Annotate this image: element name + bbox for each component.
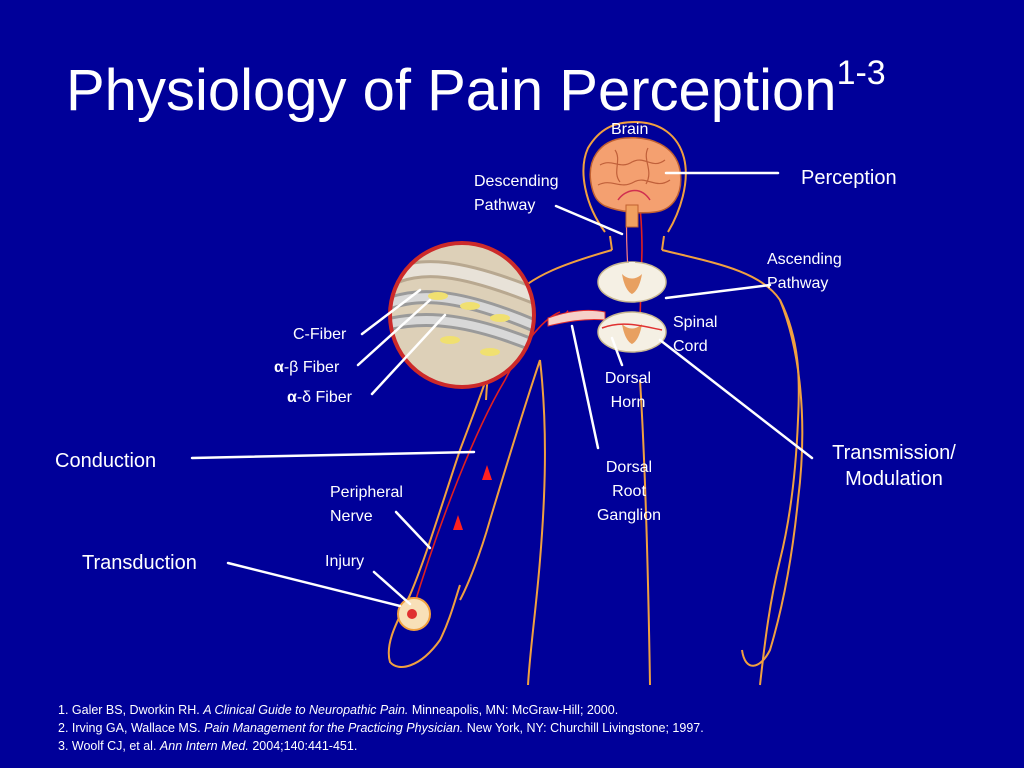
- ab-prefix: α: [274, 359, 284, 376]
- label-perception: Perception: [801, 167, 897, 189]
- ascending-line-1: Ascending: [767, 251, 842, 268]
- drg-line-3: Ganglion: [596, 507, 662, 524]
- transmission-line-2: Modulation: [845, 468, 943, 490]
- pointer-conduction: [190, 450, 476, 460]
- peripheral-line-2: Nerve: [330, 508, 373, 525]
- page-title: Physiology of Pain Perception1-3: [66, 56, 886, 120]
- ad-prefix: α: [287, 389, 297, 406]
- drg-line-1: Dorsal: [605, 459, 653, 476]
- peripheral-line-1: Peripheral: [330, 484, 403, 501]
- torso-right-outline: [661, 249, 800, 686]
- pointer-dorsal-horn: [610, 336, 624, 367]
- label-ab-fiber: α-β Fiber: [274, 356, 339, 380]
- center-line: [639, 379, 651, 686]
- ad-suffix: -δ Fiber: [296, 389, 352, 406]
- injury-site: [397, 597, 431, 631]
- arrow-up-1: [482, 465, 492, 480]
- arrow-up-2: [453, 515, 463, 530]
- pointer-transduction: [226, 561, 402, 608]
- peripheral-nerve-line: [411, 311, 561, 613]
- label-dorsal-horn: Dorsal Horn: [592, 367, 664, 415]
- pointer-injury: [372, 570, 412, 606]
- descending-line-2: Pathway: [474, 197, 536, 214]
- neck-outline: [609, 235, 665, 251]
- pointer-descending: [554, 204, 624, 236]
- descending-line-1: Descending: [474, 173, 559, 190]
- label-ad-fiber: α-δ Fiber: [287, 386, 352, 410]
- pointer-lines: [190, 171, 814, 608]
- pointer-drg: [570, 324, 600, 450]
- label-descending-pathway: Descending Pathway: [474, 170, 559, 218]
- title-citation: 1-3: [836, 54, 886, 92]
- pointer-ascending: [664, 283, 772, 300]
- reference-3: 3. Woolf CJ, et al. Ann Intern Med. 2004…: [58, 739, 358, 753]
- label-injury: Injury: [325, 553, 365, 570]
- pointer-ad-fiber: [370, 313, 447, 396]
- label-transmission-modulation: Transmission/ Modulation: [812, 440, 976, 492]
- left-side-torso: [527, 359, 546, 686]
- left-arm-inner: [459, 359, 541, 601]
- dorsal-horn-line-1: Dorsal: [604, 370, 652, 387]
- pointer-transmission: [658, 338, 814, 460]
- nerve-fiber-lens: [388, 241, 536, 389]
- reference-1: 1. Galer BS, Dworkin RH. A Clinical Guid…: [58, 703, 619, 717]
- spinal-cord-upper: [597, 261, 667, 303]
- ab-suffix: -β Fiber: [283, 359, 340, 376]
- brain-graphic: [589, 136, 682, 228]
- label-ascending-pathway: Ascending Pathway: [767, 248, 842, 296]
- right-arm-outline: [741, 299, 804, 667]
- left-arm-outer: [387, 299, 511, 668]
- spinal-line-1: Spinal: [673, 314, 718, 331]
- pointer-c-fiber: [360, 288, 422, 336]
- label-spinal-cord: Spinal Cord: [673, 311, 717, 359]
- ascending-line-2: Pathway: [767, 275, 829, 292]
- body-outline: [387, 120, 804, 686]
- spinal-line-2: Cord: [673, 338, 708, 355]
- transmission-line-1: Transmission/: [832, 442, 956, 464]
- label-c-fiber: C-Fiber: [293, 326, 347, 343]
- references: 1. Galer BS, Dworkin RH. A Clinical Guid…: [58, 701, 704, 755]
- label-transduction: Transduction: [82, 552, 197, 574]
- drg-line-2: Root: [612, 483, 646, 500]
- pointer-peripheral: [394, 510, 432, 550]
- title-text: Physiology of Pain Perception: [66, 58, 837, 123]
- label-conduction: Conduction: [55, 450, 157, 472]
- pointer-ab-fiber: [356, 298, 432, 367]
- label-peripheral-nerve: Peripheral Nerve: [330, 481, 403, 529]
- dorsal-horn-line-2: Horn: [610, 394, 646, 411]
- reference-2: 2. Irving GA, Wallace MS. Pain Managemen…: [58, 721, 704, 735]
- spinal-cord-lower: [597, 311, 667, 353]
- label-brain: Brain: [611, 121, 649, 138]
- head-outline: [582, 120, 687, 233]
- label-dorsal-root-ganglion: Dorsal Root Ganglion: [584, 456, 674, 528]
